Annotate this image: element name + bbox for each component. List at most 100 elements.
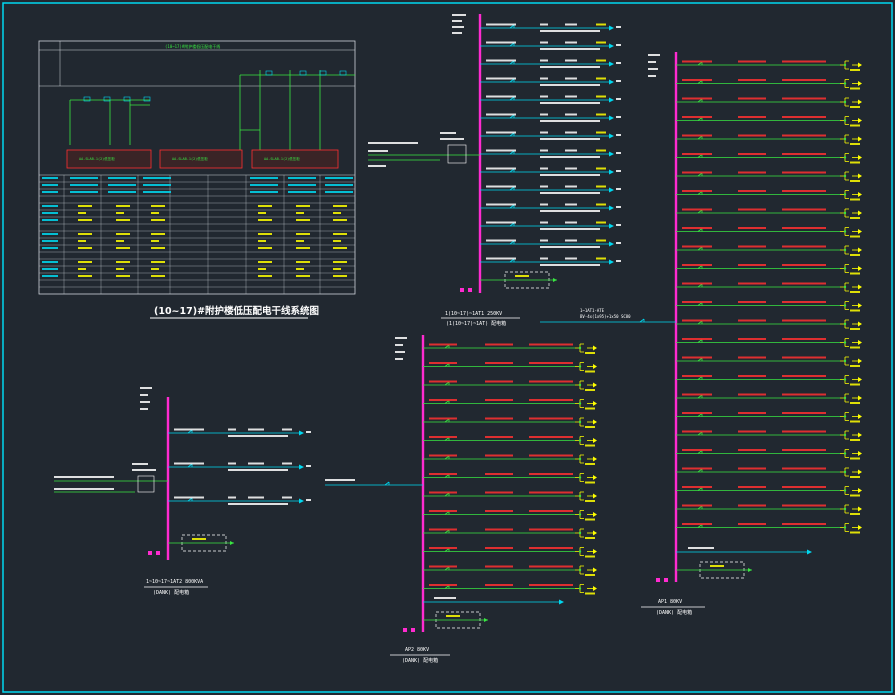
table-cell-value (250, 184, 278, 186)
feeder-row (423, 399, 597, 410)
terminal-label (585, 444, 595, 447)
table-cell-value (325, 177, 353, 179)
feeder-label (682, 208, 712, 211)
feeder-label (782, 227, 826, 229)
right-distribution-panel (540, 52, 862, 582)
terminal-arrow (858, 525, 862, 530)
feeder-label (485, 491, 513, 494)
feeder-label (174, 462, 204, 465)
ground-mark (411, 628, 415, 632)
table-cell-value (78, 275, 92, 277)
terminal-label (585, 555, 595, 558)
feeder-row (423, 380, 597, 391)
feeder-label (738, 467, 766, 470)
terminal-arrow (858, 229, 862, 234)
feeder-label (682, 319, 712, 322)
panel-info (648, 68, 658, 70)
feeder-row (480, 239, 621, 248)
table-cell-value (333, 240, 341, 242)
feeder-row (676, 449, 862, 460)
table-cell-value (70, 177, 98, 179)
table-cell-value (78, 268, 86, 270)
feeder-label (782, 412, 826, 414)
arrow-head (609, 25, 614, 31)
feeder-label (565, 149, 577, 152)
table-cell-value (288, 191, 316, 193)
table-cell-value (151, 275, 165, 277)
feeder-row (676, 412, 862, 423)
feeder-label (682, 356, 712, 359)
terminal-label (585, 370, 595, 373)
table-row-label (42, 233, 58, 235)
feeder-label (738, 486, 766, 488)
middle-top-caption: 1(10~17)~1AT1 250KV (445, 311, 502, 317)
feeder-label (540, 41, 548, 44)
feeder-label (485, 454, 513, 457)
terminal-arrow (593, 493, 597, 499)
feeder-row (480, 185, 621, 194)
terminal-node (843, 100, 847, 104)
terminal-label (585, 537, 595, 539)
feeder-label (282, 496, 292, 499)
table-row-label (42, 275, 58, 277)
feeder-sublabel (228, 503, 288, 505)
terminal-arrow (858, 469, 862, 475)
table-cell-value (296, 240, 304, 242)
feeder-label (682, 449, 712, 451)
feeder-sublabel (540, 210, 600, 212)
table-row-label (42, 268, 58, 270)
riser-node (319, 70, 327, 76)
feeder-row (676, 356, 862, 367)
terminal-node (578, 513, 582, 516)
terminal-node (578, 402, 582, 405)
feeder-row (676, 153, 862, 164)
feeder-label (529, 547, 573, 549)
feeder-label (782, 171, 826, 174)
arrow-head (807, 549, 812, 555)
table-cell-value (258, 240, 266, 242)
feeder-label (486, 239, 516, 242)
terminal-label (850, 235, 860, 238)
feeder-label (540, 77, 548, 80)
arrow-head (609, 133, 614, 139)
feeder-label (596, 41, 606, 44)
feeder-row (676, 171, 862, 182)
terminal-node (843, 415, 847, 418)
feeder-label (738, 134, 766, 137)
cabinet-label: AA-SLAB-1(2)低压柜 (264, 156, 300, 161)
arrow-head (299, 464, 304, 470)
ground-mark (148, 551, 152, 555)
terminal-arrow (858, 210, 862, 216)
feeder-label (738, 153, 766, 155)
table-cell-value (333, 268, 341, 270)
table-cell-value (108, 184, 136, 186)
feeder-label (540, 239, 548, 242)
table-cell-value (78, 240, 86, 242)
feeder-label (429, 454, 457, 457)
feeder-label (782, 319, 826, 322)
terminal-arrow (858, 414, 862, 419)
middle-distribution-panel (325, 335, 597, 632)
feeder-label (565, 77, 577, 80)
terminal-arrow (858, 321, 862, 327)
feeder-row (423, 528, 597, 539)
table-cell-value (116, 247, 130, 249)
feeder-row (480, 41, 621, 50)
feeder-label (429, 547, 457, 549)
panel-info (452, 14, 466, 16)
table-row-label (42, 212, 58, 214)
table-cell-value (116, 240, 124, 242)
table-cell-value (296, 247, 310, 249)
cabinet-label: AA-SLAB-1(2)低压柜 (79, 156, 115, 161)
feeder-row (676, 79, 862, 90)
terminal-node (843, 267, 847, 270)
feeder-row (676, 430, 862, 441)
table-cell-value (70, 191, 98, 193)
feeder-row (676, 523, 862, 534)
feeder-row (480, 77, 621, 86)
feeder-label (540, 131, 548, 134)
table-cell-value (258, 205, 272, 207)
arrow-head (609, 169, 614, 175)
terminal-node (843, 137, 847, 141)
terminal-node (843, 230, 847, 233)
